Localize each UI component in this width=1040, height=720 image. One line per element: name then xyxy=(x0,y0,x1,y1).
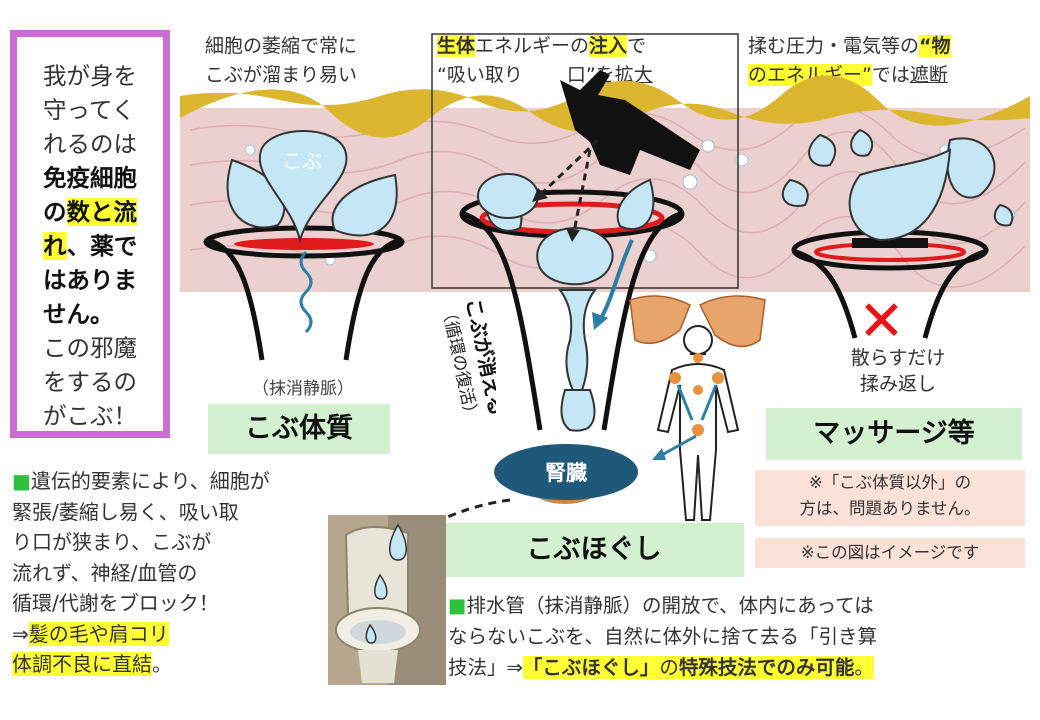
text-line: 循環/代謝をブロック！ xyxy=(12,591,219,615)
left-box-line: がこぶ！ xyxy=(43,402,137,430)
highlight-text: 「こぶほぐし」 xyxy=(522,656,660,679)
text-span: 。 xyxy=(152,652,172,676)
body-flow-arrowhead xyxy=(652,448,666,460)
text-span: 遺伝的要素により、細胞が xyxy=(30,469,270,493)
caption-line: 生体エネルギーの注入で xyxy=(437,32,737,61)
caption-line: 揉む圧力・電気等の“物 xyxy=(748,32,1038,61)
text-line: 体調不良に直結。 xyxy=(12,649,342,680)
highlight-text: 体調不良に直結 xyxy=(12,652,152,676)
left-box-line: れ、薬で xyxy=(43,229,163,263)
underlined-text: 拡大 xyxy=(614,64,653,86)
kobu-hogushi-label: こぶほぐし xyxy=(444,523,744,577)
caption-text: で xyxy=(627,35,647,57)
left-box-line: をするの xyxy=(43,368,137,396)
left-box-line: はありま xyxy=(43,266,137,294)
kobu-taishitsu-label: こぶ体質 xyxy=(208,404,390,454)
hand-icon xyxy=(560,70,700,175)
center-flow-arrow xyxy=(598,239,634,322)
body-flow-arrows xyxy=(659,384,718,458)
left-box-highlight: れ xyxy=(43,232,67,260)
right-scattered-drops xyxy=(781,128,1014,242)
left-box-text: の xyxy=(43,198,67,226)
left-vein-wave xyxy=(299,250,313,334)
text-line: り口が狭まり、こぶが xyxy=(12,530,212,554)
text-line: 流れず、神経/血管の xyxy=(12,560,198,585)
center-frame xyxy=(431,33,739,289)
top-left-caption: 細胞の萎縮で常に こぶが溜まり易い xyxy=(205,32,420,90)
caption-text: “吸い取り xyxy=(437,64,523,86)
left-box-text: 、薬で xyxy=(66,232,138,260)
highlight-text: 生体 xyxy=(437,35,476,57)
left-box-line: この邪魔 xyxy=(43,334,137,362)
caption-text: エネルギーの xyxy=(475,35,590,57)
vein-sublabel: （抹消静脈） xyxy=(252,379,354,399)
text-line: ■遺伝的要素により、細胞が xyxy=(12,466,342,497)
scatter-line: 散らすだけ xyxy=(850,347,946,369)
caption-text: 揉む圧力・電気等の xyxy=(748,35,920,57)
text-line: ⇒髪の毛や肩コリ xyxy=(12,619,342,650)
left-box-line: れるのは xyxy=(43,130,137,158)
center-top-drop xyxy=(477,173,539,219)
highlight-text: 。 xyxy=(854,656,874,679)
text-line: ■排水管（抹消静脈）の開放で、体内にあっては xyxy=(448,590,1028,621)
text-line: 緊張/萎縮し易く、吸い取 xyxy=(12,499,239,524)
green-square-icon: ■ xyxy=(12,469,31,493)
massage-hands-icon xyxy=(629,295,766,348)
left-box-line: 免疫細胞 xyxy=(43,164,137,192)
left-box-line: 守ってく xyxy=(43,96,136,124)
text-span: 排水管（抹消静脈）の開放で、体内にあっては xyxy=(466,594,874,617)
bump-label: こぶ xyxy=(282,149,322,173)
massage-label: マッサージ等 xyxy=(766,408,1022,460)
highlight-text: 注入 xyxy=(589,35,628,57)
kidney-label: 腎臓 xyxy=(545,461,587,485)
toilet-illustration xyxy=(328,515,446,685)
center-flow-arrowhead xyxy=(592,312,608,330)
note-line: 方は、問題ありません。 xyxy=(799,499,981,518)
underlined-text: 遮断 xyxy=(909,64,948,86)
toilet-photo xyxy=(328,515,446,685)
left-box-line: せん。 xyxy=(43,300,114,328)
text-span: 技法」⇒ xyxy=(448,656,523,679)
highlight-text: 特殊技法でのみ可能 xyxy=(678,656,855,679)
drain-explanation: ■排水管（抹消静脈）の開放で、体内にあっては ならないこぶを、自然に体外に捨て去… xyxy=(448,590,1028,683)
caption-line: 細胞の萎縮で常に xyxy=(205,35,358,57)
left-box-line: 我が身を xyxy=(43,62,137,90)
body-points xyxy=(669,353,724,436)
scatter-caption: 散らすだけ 揉み返し xyxy=(808,345,988,397)
left-bumps xyxy=(226,130,398,244)
dashed-arrowhead xyxy=(566,228,580,242)
vertical-caption: こぶが消える （循環の復活） xyxy=(437,296,496,423)
top-center-caption: 生体エネルギーの注入で “吸い取り口”を拡大 xyxy=(437,32,737,90)
note-line: ※「こぶ体質以外」の xyxy=(808,473,972,492)
kidney xyxy=(494,444,638,500)
image-disclaimer: ※この図はイメージです xyxy=(755,538,1025,568)
left-box-highlight: 数と流 xyxy=(66,198,137,226)
highlight-text: “物 xyxy=(919,35,951,57)
caption-text: では xyxy=(871,64,910,86)
text-line: ならないこぶを、自然に体外に捨て去る「引き算 xyxy=(448,625,878,648)
caption-line: こぶが溜まり易い xyxy=(205,64,358,86)
caption-line: “吸い取り口”を拡大 xyxy=(437,61,737,90)
highlight-text: の xyxy=(659,656,679,679)
text-line: 技法」⇒「こぶほぐし」の特殊技法でのみ可能。 xyxy=(448,652,1028,683)
left-box-line: の数と流 xyxy=(43,195,163,229)
genetic-explanation: ■遺伝的要素により、細胞が 緊張/萎縮し易く、吸い取 り口が狭まり、こぶが 流れ… xyxy=(12,466,342,680)
highlight-text: 髪の毛や肩コリ xyxy=(28,621,169,646)
scatter-line: 揉み返し xyxy=(859,373,936,395)
green-square-icon: ■ xyxy=(448,594,467,617)
dashed-arrows xyxy=(538,138,600,233)
condition-note: ※「こぶ体質以外」の 方は、問題ありません。 xyxy=(755,470,1025,526)
cross-mark-icon: ✕ xyxy=(858,289,905,354)
immune-explanation-box: 我が身を 守ってく れるのは 免疫細胞 の数と流 れ、薬で はありま せん。 こ… xyxy=(10,30,170,438)
text-span: ⇒ xyxy=(12,621,29,646)
dashed-arrowhead xyxy=(532,188,548,202)
